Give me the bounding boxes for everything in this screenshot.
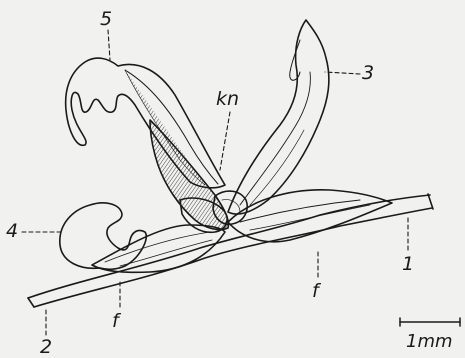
leader-lines [22, 30, 408, 338]
leader-kn [220, 112, 230, 170]
part-3-petal [228, 20, 329, 214]
label-5: 5 [100, 10, 112, 29]
label-4: 4 [6, 222, 18, 241]
label-f-right: f [312, 282, 319, 301]
label-f-left: f [112, 312, 119, 331]
leader-5 [108, 30, 110, 60]
label-3: 3 [362, 64, 374, 83]
label-kn: kn [216, 90, 239, 109]
scale-bar [400, 318, 460, 326]
label-2: 2 [40, 338, 52, 357]
leader-3 [325, 72, 360, 74]
central-column [150, 120, 228, 232]
scale-bar-label: 1mm [406, 333, 453, 351]
part-5-hood [66, 58, 225, 188]
label-1: 1 [402, 255, 414, 274]
